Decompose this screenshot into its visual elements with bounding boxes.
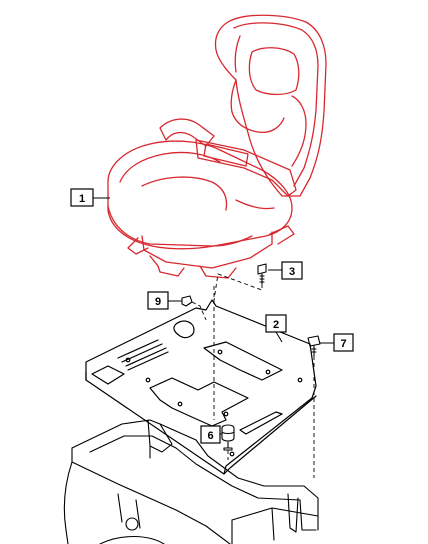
hardware (181, 263, 321, 451)
seat-cushion-top-seam (119, 151, 228, 211)
chassis-wheel-arc (99, 536, 165, 544)
callout-label-1: 1 (79, 193, 85, 205)
assembly-line (213, 273, 263, 301)
plate-hole (265, 369, 271, 375)
plate-upper-cutout (203, 341, 283, 381)
seat-belt-buckle (203, 143, 249, 167)
chassis-inner-rail (89, 435, 301, 501)
callout-box-2 (265, 314, 287, 333)
plate-hole (223, 411, 229, 417)
seat-backrest-lumbar (248, 47, 300, 96)
plate-slot-right (239, 411, 283, 435)
plate-corner-cutout (91, 365, 125, 385)
callout-label-2: 2 (273, 319, 279, 331)
seat-backrest-bolster-right (291, 95, 307, 167)
callout-box-9 (147, 291, 169, 310)
callout-box-3 (281, 261, 303, 280)
chassis-hole (125, 517, 139, 531)
chassis-column (147, 419, 173, 459)
seat-cushion-front (107, 205, 253, 247)
chassis-body-left (63, 447, 231, 544)
chassis-top-edge (71, 419, 319, 531)
seat-belt-strap (195, 139, 297, 197)
plate-hole (217, 349, 223, 355)
seat-assembly (107, 14, 327, 279)
seat-cushion-side-seam (235, 199, 275, 210)
callout-label-6: 6 (207, 430, 213, 442)
spacer-6 (221, 424, 235, 451)
assembly-lines (191, 273, 315, 478)
seat-base-frame (141, 231, 273, 269)
fastener-9 (181, 295, 193, 307)
chassis-frame (63, 419, 319, 544)
plate-slots-left (117, 339, 169, 371)
seat-backrest-bolster-left (230, 79, 285, 134)
bolt-7 (307, 335, 321, 357)
seat-suspension-rail (149, 255, 237, 279)
callout-box-7 (333, 333, 354, 352)
mounting-plate (85, 299, 317, 475)
chassis-slot (117, 493, 141, 529)
seat-backrest (214, 14, 327, 197)
seat-backrest-inner (233, 22, 319, 187)
callouts: 1 2 3 6 7 9 (70, 188, 354, 444)
plate-handle-hole (173, 320, 195, 339)
callout-label-7: 7 (340, 338, 346, 350)
plate-outline (85, 299, 317, 475)
plate-hole (297, 377, 303, 383)
plate-center-cutout (149, 377, 249, 427)
plate-hole (229, 451, 235, 457)
seat-mount-bracket-left (127, 237, 149, 255)
seat-mount-bracket-right (269, 225, 295, 245)
plate-edge-front (85, 371, 317, 475)
seat-cushion (107, 140, 293, 250)
assembly-line (191, 301, 207, 321)
plate-hole (177, 401, 183, 407)
callout-box-1 (70, 188, 94, 207)
callout-label-9: 9 (155, 296, 161, 308)
callout-label-3: 3 (289, 266, 295, 278)
callout-box-6 (200, 425, 221, 444)
plate-hole (145, 377, 151, 383)
bolt-3 (257, 263, 267, 285)
leader-line (275, 331, 283, 343)
chassis-base (231, 507, 319, 544)
plate-hole (125, 357, 131, 363)
